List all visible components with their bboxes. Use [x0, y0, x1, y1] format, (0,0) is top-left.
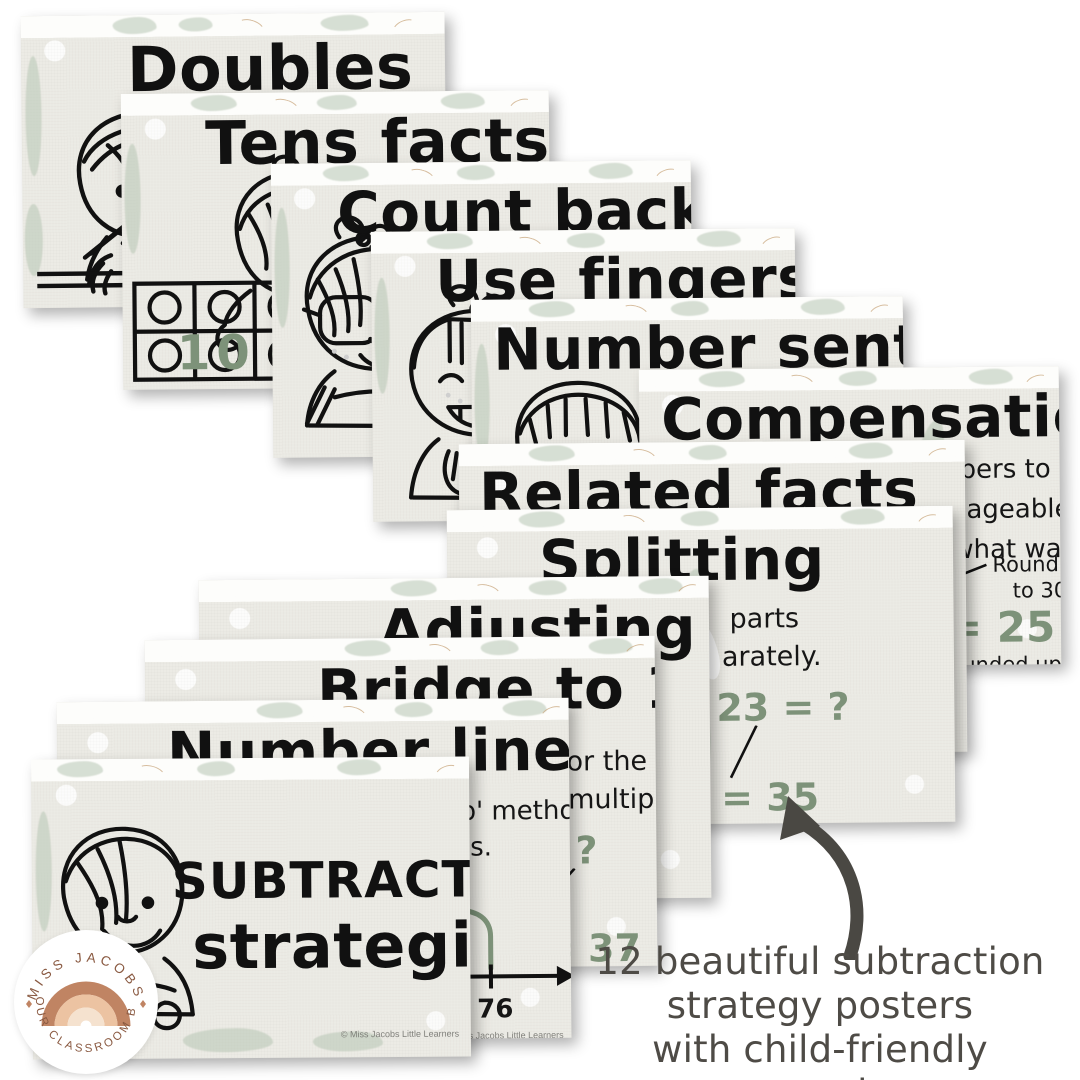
poster-body-line: p' method.: [459, 795, 572, 827]
botanical-leaf: [196, 761, 236, 777]
gold-accent: [915, 511, 943, 533]
poster-body-line: nageable,: [949, 494, 1062, 526]
botanical-leaf: [56, 761, 104, 778]
poster-body-line: arately.: [721, 640, 822, 673]
curved-arrow-icon: [780, 796, 864, 960]
botanical-leaf: [528, 580, 567, 596]
botanical-leaf: [344, 640, 391, 657]
botanical-leaf: [374, 277, 391, 394]
botanical-leaf: [390, 580, 437, 597]
botanical-leaf: [502, 699, 547, 717]
poster-body-line: bers to: [959, 454, 1051, 486]
botanical-leaf: [24, 56, 43, 177]
poster-copyright: © Miss Jacobs Little Learners: [340, 1028, 460, 1040]
caption-block: 12 beautiful subtraction strategy poster…: [560, 940, 1080, 1080]
botanical-leaf: [394, 701, 433, 718]
botanical-leaf: [274, 207, 291, 328]
botanical-leaf: [680, 510, 719, 527]
botanical-leaf: [112, 16, 157, 35]
botanical-leaf: [638, 578, 683, 595]
gold-accent: [135, 762, 167, 785]
botanical-leaf: [124, 143, 142, 254]
logo-svg: MISS JACOBS YOUR CLASSROOM BFF: [14, 930, 157, 1073]
botanical-leaf: [24, 204, 44, 277]
caption-line-3: with child-friendly examples: [652, 1028, 988, 1080]
botanical-leaf: [35, 811, 53, 932]
botanical-leaf: [336, 759, 382, 776]
poster-annotation: to 30: [1012, 578, 1062, 603]
botanical-leaf: [320, 14, 369, 32]
caption-line-2: strategy posters: [666, 984, 974, 1027]
gold-accent: [925, 445, 953, 467]
botanical-leaf: [840, 508, 885, 525]
main-title-line-1: SUBTRACTION: [171, 849, 472, 911]
botanical-leaf: [178, 17, 213, 32]
botanical-leaf: [480, 639, 519, 656]
poster-splitting[interactable]: Splitting parts arately. 23 = ? = 35 © M…: [446, 505, 956, 827]
poster-annotation: Round up: [992, 552, 1061, 577]
caption-line-1: 12 beautiful subtraction: [595, 940, 1045, 983]
main-title-line-2: strategies: [192, 907, 472, 984]
botanical-leaf: [518, 511, 565, 528]
gold-accent: [433, 761, 461, 784]
brand-logo-badge[interactable]: MISS JACOBS YOUR CLASSROOM BFF: [14, 930, 158, 1074]
botanical-leaf: [256, 702, 303, 719]
botanical-leaf: [182, 1027, 274, 1053]
leader-line: [729, 725, 758, 779]
poster-equation: 23 = ?: [716, 684, 850, 730]
number-line-value-label: 76: [477, 994, 514, 1025]
poster-body-line: parts: [729, 603, 800, 635]
